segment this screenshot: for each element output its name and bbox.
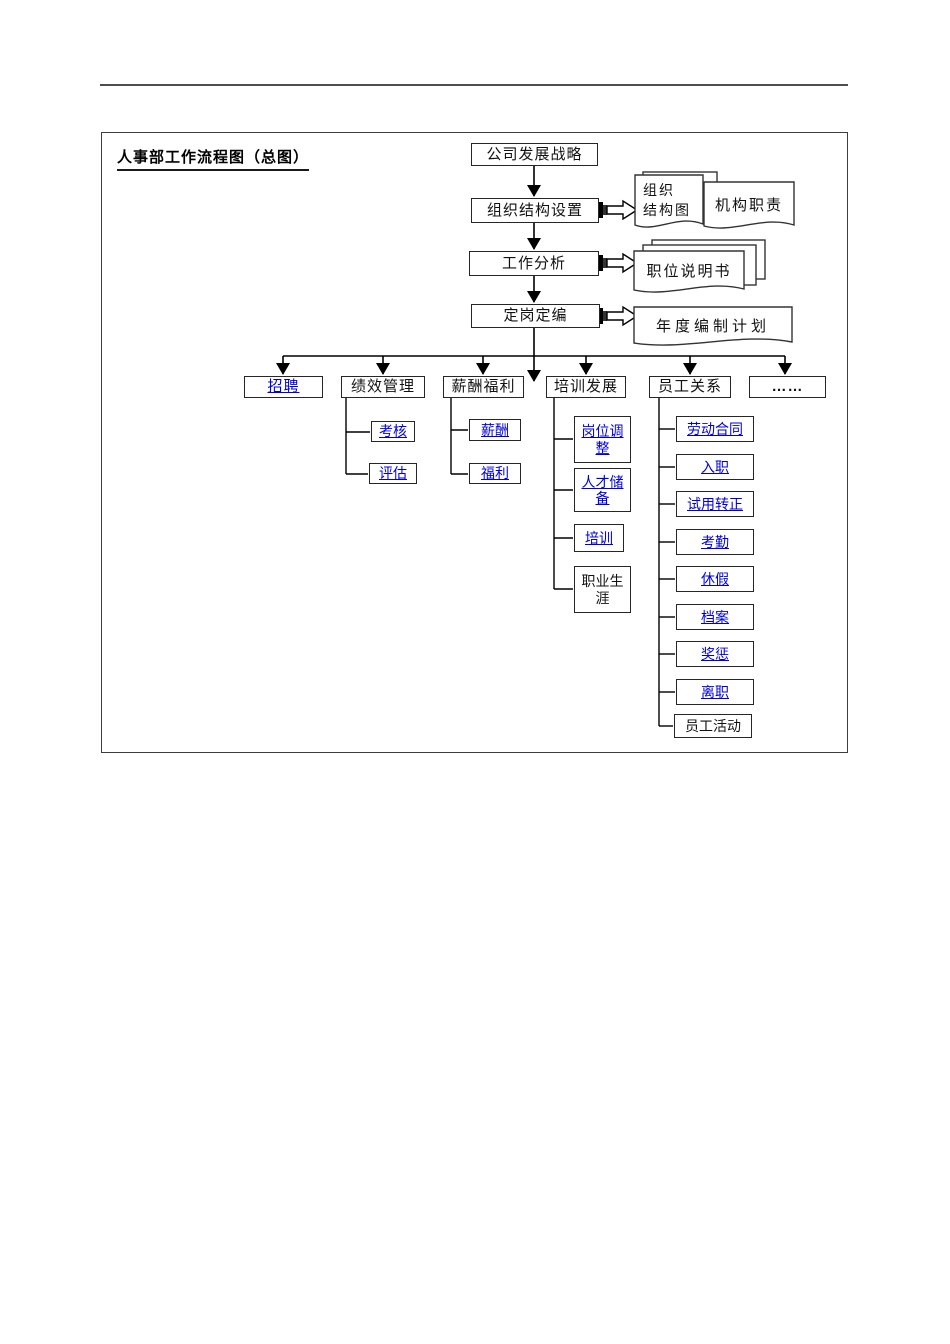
child-box-welfare[interactable]: 福利 — [469, 463, 521, 484]
doc-org-duty-label: 机构职责 — [714, 196, 783, 214]
training-link[interactable]: 培训 — [585, 529, 613, 546]
doc-org-chart: 组织 结构图 — [634, 174, 704, 235]
page-header-rule — [100, 84, 848, 86]
child-box-probation[interactable]: 试用转正 — [676, 491, 754, 517]
chart-title: 人事部工作流程图（总图） — [117, 146, 310, 171]
child-box-attendance[interactable]: 考勤 — [676, 529, 754, 555]
branch-box-recruitment[interactable]: 招聘 — [244, 376, 323, 398]
flowchart-frame: 人事部工作流程图（总图） — [101, 132, 848, 753]
recruitment-link[interactable]: 招聘 — [267, 378, 300, 396]
child-box-employee-activity: 员工活动 — [674, 714, 752, 738]
flow-box-job-analysis: 工作分析 — [469, 251, 599, 276]
resignation-link[interactable]: 离职 — [701, 683, 729, 700]
assessment-link[interactable]: 考核 — [379, 423, 407, 440]
child-box-career: 职业生涯 — [574, 566, 631, 613]
rewards-punishment-link[interactable]: 奖惩 — [701, 645, 729, 662]
compensation-tree-lines — [450, 398, 468, 475]
doc-job-description-label: 职位说明书 — [646, 263, 732, 280]
child-box-archives[interactable]: 档案 — [676, 604, 754, 630]
employee-relations-tree-lines — [658, 398, 675, 727]
child-box-leave[interactable]: 休假 — [676, 566, 754, 592]
position-adjustment-link[interactable]: 岗位调整 — [581, 423, 624, 456]
archives-link[interactable]: 档案 — [701, 608, 729, 625]
branch-box-performance: 绩效管理 — [341, 376, 425, 398]
child-box-training-item[interactable]: 培训 — [574, 524, 624, 552]
child-box-position-adjustment[interactable]: 岗位调整 — [574, 416, 631, 463]
block-arrow-icon — [598, 199, 639, 221]
child-box-salary[interactable]: 薪酬 — [469, 419, 521, 441]
child-box-onboarding[interactable]: 入职 — [676, 454, 754, 480]
probation-link[interactable]: 试用转正 — [687, 495, 743, 512]
labor-contract-link[interactable]: 劳动合同 — [687, 420, 743, 437]
flow-box-staffing: 定岗定编 — [471, 304, 600, 328]
doc-org-chart-label-line1: 组织 — [643, 182, 675, 198]
onboarding-link[interactable]: 入职 — [701, 458, 729, 475]
branch-box-training: 培训发展 — [546, 376, 626, 398]
doc-org-duty: 机构职责 — [703, 181, 795, 236]
branch-box-compensation: 薪酬福利 — [443, 376, 524, 398]
doc-annual-plan-label: 年度编制计划 — [655, 317, 770, 335]
child-box-labor-contract[interactable]: 劳动合同 — [676, 416, 754, 442]
leave-link[interactable]: 休假 — [701, 570, 729, 587]
performance-tree-lines — [345, 398, 370, 475]
block-arrow-icon — [598, 252, 639, 274]
doc-annual-plan: 年度编制计划 — [633, 306, 793, 353]
salary-link[interactable]: 薪酬 — [481, 421, 509, 438]
child-box-talent-reserve[interactable]: 人才储备 — [574, 468, 631, 512]
doc-job-description: 职位说明书 — [633, 250, 745, 300]
branch-box-employee-relations: 员工关系 — [649, 376, 731, 398]
child-box-assessment[interactable]: 考核 — [371, 421, 415, 442]
child-box-evaluation[interactable]: 评估 — [369, 463, 417, 484]
doc-org-chart-label-line2: 结构图 — [643, 202, 691, 218]
training-tree-lines — [553, 398, 573, 590]
attendance-link[interactable]: 考勤 — [701, 533, 729, 550]
flow-box-company-strategy: 公司发展战略 — [471, 143, 598, 166]
welfare-link[interactable]: 福利 — [481, 465, 509, 482]
branch-distribution-lines — [276, 355, 792, 375]
branch-box-ellipsis: …… — [749, 376, 826, 398]
talent-reserve-link[interactable]: 人才储备 — [581, 473, 624, 506]
evaluation-link[interactable]: 评估 — [379, 465, 407, 482]
flow-box-org-structure-setup: 组织结构设置 — [471, 198, 599, 223]
child-box-resignation[interactable]: 离职 — [676, 679, 754, 705]
child-box-rewards-punishment[interactable]: 奖惩 — [676, 641, 754, 667]
block-arrow-icon — [598, 305, 639, 327]
